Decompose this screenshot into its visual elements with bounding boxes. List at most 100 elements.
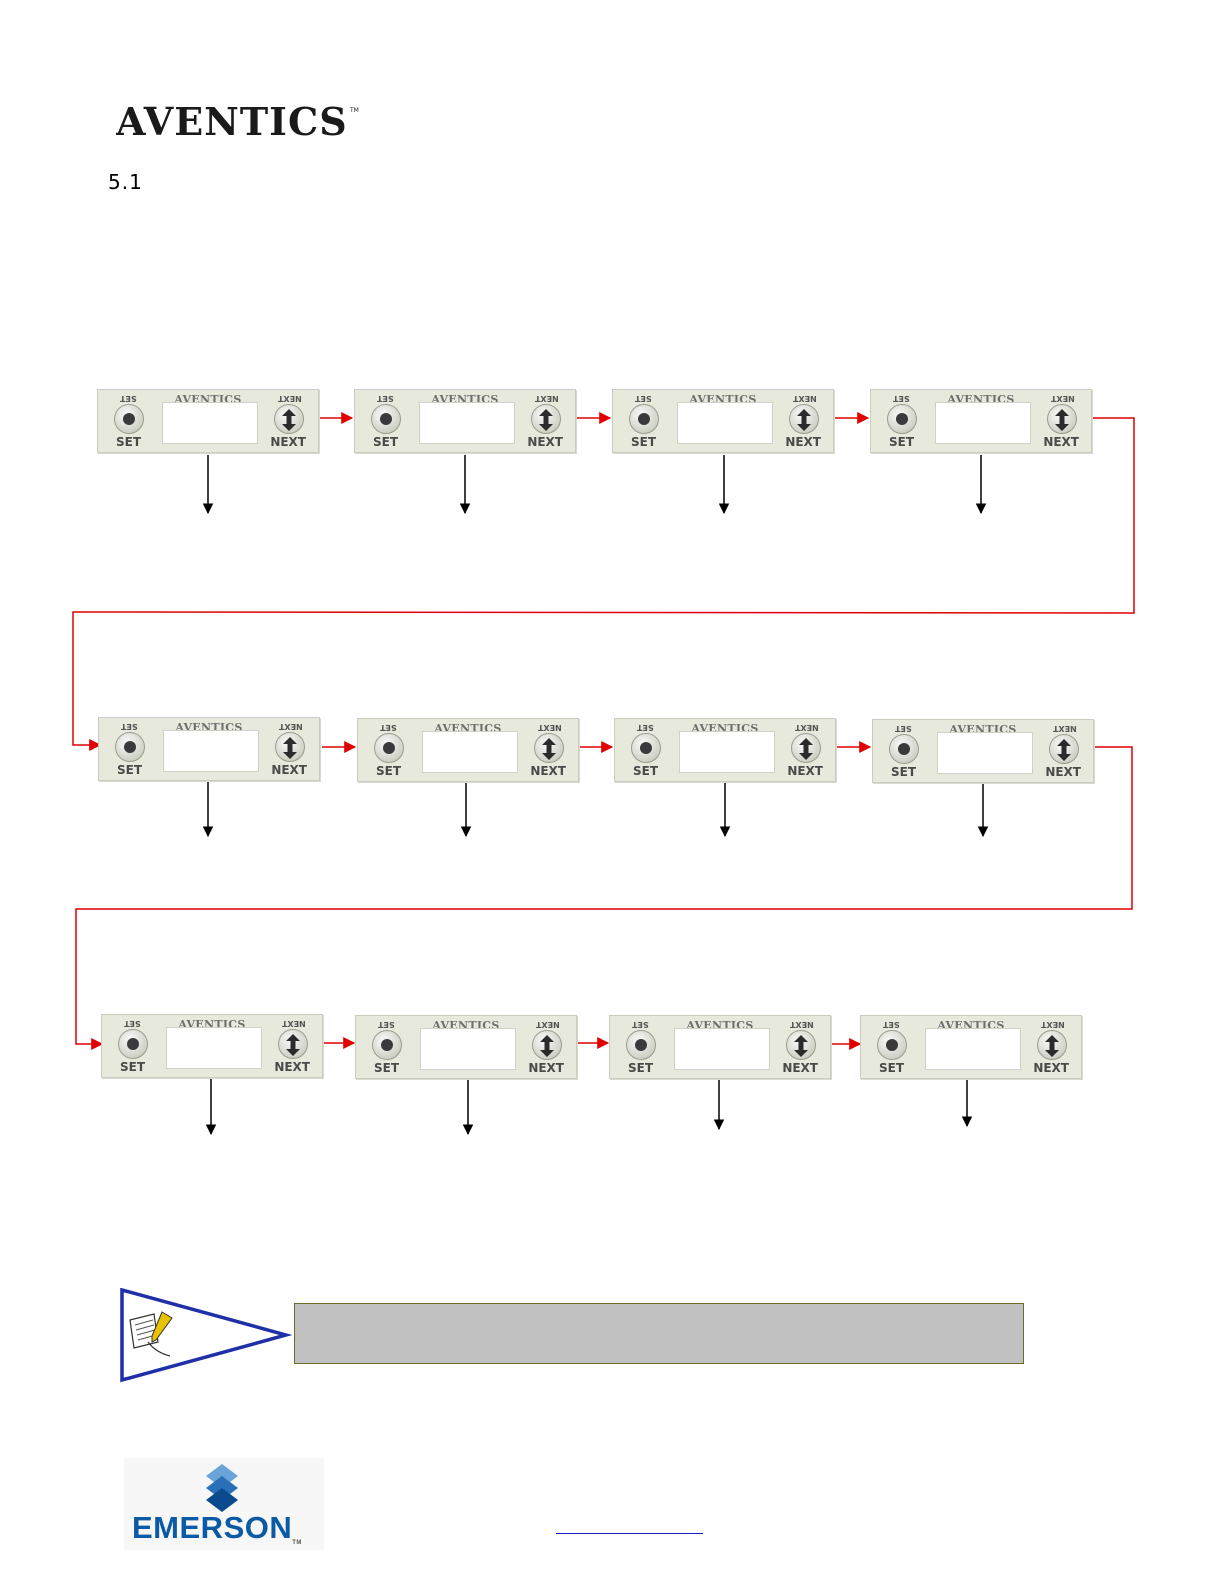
set-dot-icon — [127, 1038, 139, 1050]
red-return-connector — [72, 417, 1135, 751]
mirrored-next-text: NEXT — [793, 394, 817, 403]
set-dot-icon — [124, 741, 136, 753]
set-button[interactable] — [889, 734, 919, 764]
next-button[interactable] — [278, 1029, 308, 1059]
set-button[interactable] — [372, 1030, 402, 1060]
mirrored-next-text: NEXT — [535, 394, 559, 403]
set-button[interactable] — [118, 1029, 148, 1059]
next-label: NEXT — [782, 1061, 818, 1075]
aventics-display-panel-12: SET AVENTICS NEXT SET NEXT — [860, 1015, 1082, 1079]
set-button[interactable] — [626, 1030, 656, 1060]
next-button[interactable] — [532, 1030, 562, 1060]
set-label: SET — [633, 764, 659, 778]
set-button[interactable] — [374, 733, 404, 763]
footer-link-underline[interactable] — [556, 1533, 703, 1534]
set-button[interactable] — [877, 1030, 907, 1060]
next-button[interactable] — [531, 404, 561, 434]
set-button[interactable] — [114, 404, 144, 434]
set-label: SET — [889, 435, 915, 449]
set-dot-icon — [898, 743, 910, 755]
up-down-arrow-icon — [794, 1035, 808, 1057]
aventics-display-panel-4: SET AVENTICS NEXT SET NEXT — [870, 389, 1092, 453]
next-button[interactable] — [534, 733, 564, 763]
aventics-display-panel-1: SET AVENTICS NEXT SET NEXT — [97, 389, 319, 453]
next-button[interactable] — [786, 1030, 816, 1060]
mirrored-next-text: NEXT — [279, 722, 303, 731]
mirrored-next-text: NEXT — [795, 723, 819, 732]
set-button[interactable] — [115, 732, 145, 762]
set-button[interactable] — [371, 404, 401, 434]
set-label: SET — [116, 435, 142, 449]
next-label: NEXT — [271, 763, 307, 777]
set-dot-icon — [638, 413, 650, 425]
aventics-display-panel-9: SET AVENTICS NEXT SET NEXT — [101, 1014, 323, 1078]
aventics-display-panel-5: SET AVENTICS NEXT SET NEXT — [98, 717, 320, 781]
set-label: SET — [120, 1060, 146, 1074]
mirrored-next-text: NEXT — [282, 1019, 306, 1028]
set-button[interactable] — [631, 733, 661, 763]
up-down-arrow-icon — [542, 738, 556, 760]
aventics-display-panel-8: SET AVENTICS NEXT SET NEXT — [872, 719, 1094, 783]
aventics-trademark: TM — [349, 107, 359, 114]
aventics-display-panel-11: SET AVENTICS NEXT SET NEXT — [609, 1015, 831, 1079]
display-screen — [420, 1028, 516, 1070]
set-dot-icon — [381, 1039, 393, 1051]
up-down-arrow-icon — [1045, 1035, 1059, 1057]
set-dot-icon — [635, 1039, 647, 1051]
aventics-display-panel-6: SET AVENTICS NEXT SET NEXT — [357, 718, 579, 782]
display-screen — [419, 402, 515, 444]
aventics-display-panel-3: SET AVENTICS NEXT SET NEXT — [612, 389, 834, 453]
emerson-logo-word: EMERSONTM — [132, 1510, 302, 1546]
next-label: NEXT — [1033, 1061, 1069, 1075]
mirrored-next-text: NEXT — [790, 1020, 814, 1029]
set-button[interactable] — [629, 404, 659, 434]
emerson-logo-text: EMERSON — [132, 1510, 293, 1545]
set-label: SET — [376, 764, 402, 778]
set-label: SET — [374, 1061, 400, 1075]
display-screen — [677, 402, 773, 444]
next-label: NEXT — [527, 435, 563, 449]
display-screen — [937, 732, 1033, 774]
next-button[interactable] — [1047, 404, 1077, 434]
aventics-logo-text: AVENTICS — [116, 99, 348, 140]
red-return-connector — [75, 746, 1133, 1050]
next-label: NEXT — [528, 1061, 564, 1075]
set-label: SET — [373, 435, 399, 449]
next-button[interactable] — [274, 404, 304, 434]
up-down-arrow-icon — [1057, 739, 1071, 761]
next-label: NEXT — [1043, 435, 1079, 449]
display-screen — [679, 731, 775, 773]
section-number: 5.1 — [108, 170, 143, 194]
set-dot-icon — [640, 742, 652, 754]
note-pennant — [118, 1287, 293, 1384]
up-down-arrow-icon — [1055, 409, 1069, 431]
display-screen — [163, 730, 259, 772]
set-dot-icon — [896, 413, 908, 425]
set-label: SET — [117, 763, 143, 777]
set-label: SET — [628, 1061, 654, 1075]
mirrored-next-text: NEXT — [538, 723, 562, 732]
next-button[interactable] — [1037, 1030, 1067, 1060]
aventics-logo: AVENTICS TM — [115, 98, 366, 144]
display-screen — [925, 1028, 1021, 1070]
set-button[interactable] — [887, 404, 917, 434]
next-button[interactable] — [789, 404, 819, 434]
note-writing-icon — [129, 1311, 173, 1357]
display-screen — [166, 1027, 262, 1069]
next-label: NEXT — [530, 764, 566, 778]
mirrored-next-text: NEXT — [278, 394, 302, 403]
next-button[interactable] — [1049, 734, 1079, 764]
aventics-display-panel-2: SET AVENTICS NEXT SET NEXT — [354, 389, 576, 453]
aventics-display-panel-10: SET AVENTICS NEXT SET NEXT — [355, 1015, 577, 1079]
set-dot-icon — [383, 742, 395, 754]
next-button[interactable] — [275, 732, 305, 762]
next-label: NEXT — [270, 435, 306, 449]
next-button[interactable] — [791, 733, 821, 763]
set-label: SET — [879, 1061, 905, 1075]
display-screen — [674, 1028, 770, 1070]
up-down-arrow-icon — [797, 409, 811, 431]
set-label: SET — [891, 765, 917, 779]
emerson-trademark: TM — [292, 1540, 302, 1546]
next-label: NEXT — [785, 435, 821, 449]
set-label: SET — [631, 435, 657, 449]
